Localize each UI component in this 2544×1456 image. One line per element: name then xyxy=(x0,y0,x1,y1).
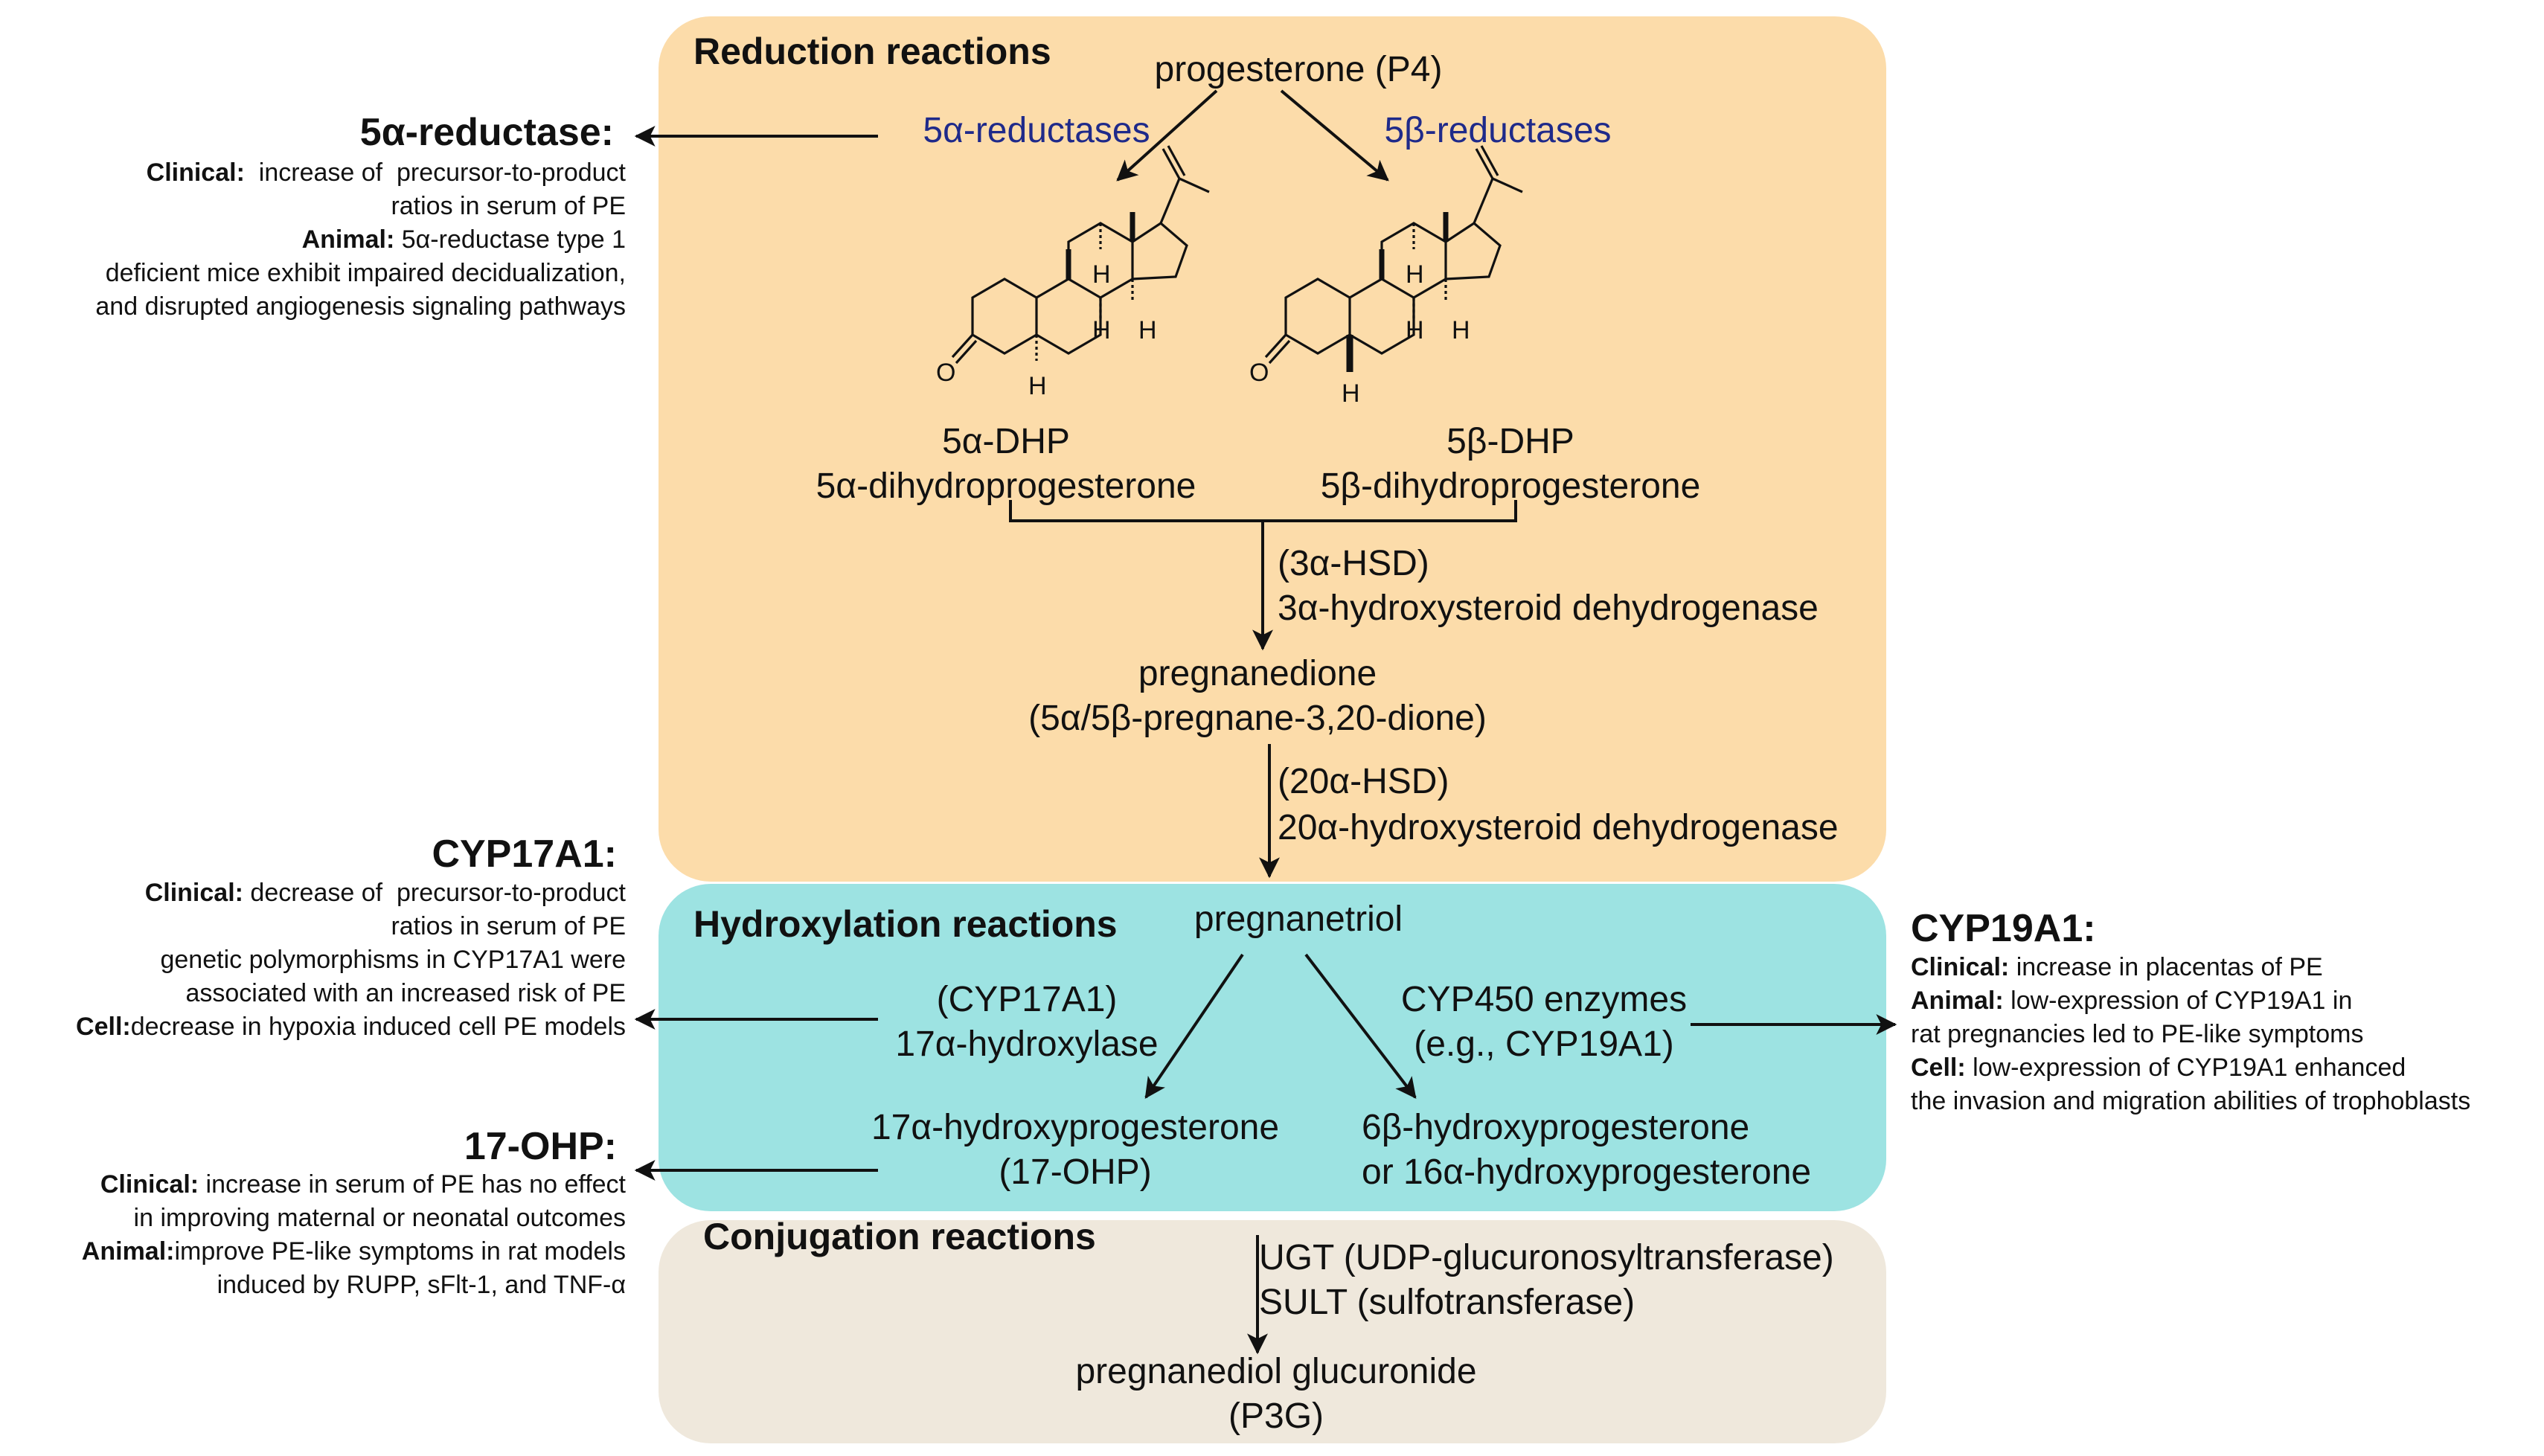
cyp450-enzymes-label: CYP450 enzymes xyxy=(1400,980,1688,1019)
5a-dhp-h-label-2: H xyxy=(1092,316,1111,344)
5b-dhp-name: 5β-dihydroprogesterone xyxy=(1320,466,1701,506)
note-5a-reductase-clinical-text-2: ratios in serum of PE xyxy=(391,191,626,220)
note-cyp17a1-clinical-label: Clinical: xyxy=(144,879,243,907)
5a-dhp-h-label-1: H xyxy=(1092,260,1111,289)
p3g-label: (P3G) xyxy=(1228,1396,1324,1436)
note-17-ohp-clinical-text: increase in serum of PE has no effect xyxy=(199,1170,626,1199)
5b-dhp-h-label-1: H xyxy=(1406,260,1424,289)
note-17-ohp-title: 17-OHP: xyxy=(464,1125,617,1168)
arrow-to-5b-dhp xyxy=(1280,89,1389,182)
note-cyp19a1-clinical-label: Clinical: xyxy=(1911,953,2010,981)
sult-enzyme-label: SULT (sulfotransferase) xyxy=(1259,1283,1635,1322)
note-cyp19a1-body: Clinical: increase in placentas of PE An… xyxy=(1911,951,2470,1117)
17-ohp-name: 17α-hydroxyprogesterone xyxy=(871,1108,1280,1147)
5a-dhp-oxygen-label: O xyxy=(936,359,955,387)
note-17-ohp-animal-text-2: induced by RUPP, sFlt-1, and TNF-α xyxy=(217,1270,626,1299)
reduction-heading: Reduction reactions xyxy=(693,31,1051,72)
5b-reductases-label: 5β-reductases xyxy=(1384,111,1612,150)
5a-dhp-h-label-4: H xyxy=(1028,372,1047,400)
arrow-to-6b-hydroxyprogesterone xyxy=(1304,953,1417,1099)
note-5a-reductase-clinical-text: increase of precursor-to-product xyxy=(244,158,626,187)
cyp19a1-example-label: (e.g., CYP19A1) xyxy=(1414,1024,1674,1064)
conjugation-heading: Conjugation reactions xyxy=(703,1216,1096,1257)
arrow-to-17-ohp xyxy=(1144,953,1244,1099)
5b-dhp-h-label-3: H xyxy=(1452,316,1470,344)
5b-dhp-h-label-2: H xyxy=(1406,316,1424,344)
arrow-to-5a-dhp xyxy=(1116,89,1218,182)
ugt-enzyme-label: UGT (UDP-glucuronosyltransferase) xyxy=(1259,1238,1834,1277)
note-cyp19a1-cell-label: Cell: xyxy=(1911,1053,1966,1082)
note-17-ohp-animal-text: improve PE-like symptoms in rat models xyxy=(174,1237,626,1266)
5a-reductases-label: 5α-reductases xyxy=(923,111,1150,150)
note-cyp19a1-cell-text-2: the invasion and migration abilities of … xyxy=(1911,1086,2471,1115)
5b-dhp-abbr: 5β-DHP xyxy=(1446,422,1574,461)
5a-dhp-structure xyxy=(951,145,1210,365)
hydroxylation-panel xyxy=(659,884,1886,1211)
note-5a-reductase-animal-label: Animal: xyxy=(301,225,395,254)
17a-hydroxylase-label: 17α-hydroxylase xyxy=(895,1024,1159,1064)
17-ohp-abbr: (17-OHP) xyxy=(999,1152,1152,1192)
note-cyp17a1-cell-text: decrease in hypoxia induced cell PE mode… xyxy=(130,1012,626,1041)
cyp17a1-abbr: (CYP17A1) xyxy=(936,980,1118,1019)
3a-hsd-abbr: (3α-HSD) xyxy=(1278,544,1429,583)
20a-hsd-abbr: (20α-HSD) xyxy=(1278,762,1449,801)
hydroxylation-heading: Hydroxylation reactions xyxy=(693,903,1118,945)
note-cyp17a1-cell-label: Cell: xyxy=(76,1012,131,1041)
note-cyp19a1-animal-text-2: rat pregnancies led to PE-like symptoms xyxy=(1911,1019,2364,1048)
note-cyp17a1-title: CYP17A1: xyxy=(432,833,617,876)
16a-hydroxyprogesterone-label: or 16α-hydroxyprogesterone xyxy=(1362,1152,1812,1192)
note-cyp19a1-title: CYP19A1: xyxy=(1911,907,2096,950)
note-5a-reductase-title: 5α-reductase: xyxy=(359,111,614,154)
5a-dhp-abbr: 5α-DHP xyxy=(942,422,1070,461)
note-cyp19a1-animal-text: low-expression of CYP19A1 in xyxy=(2003,986,2353,1015)
5a-dhp-h-label-3: H xyxy=(1138,316,1157,344)
5b-dhp-structure xyxy=(1264,145,1523,372)
note-cyp17a1-clinical-text: decrease of precursor-to-product xyxy=(243,879,626,907)
note-cyp17a1-clinical-text-3: genetic polymorphisms in CYP17A1 were xyxy=(160,945,626,974)
3a-hsd-name: 3α-hydroxysteroid dehydrogenase xyxy=(1278,589,1819,628)
conjugation-panel xyxy=(659,1220,1886,1443)
note-cyp19a1-clinical-text: increase in placentas of PE xyxy=(2009,953,2323,981)
pregnanedione-formula: (5α/5β-pregnane-3,20-dione) xyxy=(1028,699,1487,738)
note-5a-reductase-animal-text-3: and disrupted angiogenesis signaling pat… xyxy=(95,292,626,321)
note-cyp19a1-animal-label: Animal: xyxy=(1911,986,2004,1015)
pregnanediol-glucuronide-label: pregnanediol glucuronide xyxy=(1075,1352,1477,1391)
note-5a-reductase-clinical-label: Clinical: xyxy=(146,158,245,187)
6b-hydroxyprogesterone-label: 6β-hydroxyprogesterone xyxy=(1362,1108,1750,1147)
note-cyp17a1-clinical-text-2: ratios in serum of PE xyxy=(391,911,626,940)
pregnanedione-label: pregnanedione xyxy=(1138,654,1377,693)
note-cyp17a1-clinical-text-4: associated with an increased risk of PE xyxy=(185,978,626,1007)
5a-dhp-name: 5α-dihydroprogesterone xyxy=(816,466,1196,506)
note-cyp17a1-body: Clinical: decrease of precursor-to-produ… xyxy=(76,876,626,1043)
note-5a-reductase: 5α-reductase: xyxy=(359,111,614,154)
note-5a-reductase-animal-text-2: deficient mice exhibit impaired decidual… xyxy=(105,258,626,287)
note-17-ohp-clinical-text-2: in improving maternal or neonatal outcom… xyxy=(133,1203,626,1232)
20a-hsd-name: 20α-hydroxysteroid dehydrogenase xyxy=(1278,808,1839,847)
5b-dhp-oxygen-label: O xyxy=(1249,359,1269,387)
note-5a-reductase-body: Clinical: increase of precursor-to-produ… xyxy=(95,156,626,323)
progesterone-label: progesterone (P4) xyxy=(1154,50,1443,89)
note-cyp19a1-cell-text: low-expression of CYP19A1 enhanced xyxy=(1965,1053,2406,1082)
5b-dhp-h-label-4: H xyxy=(1342,379,1360,408)
note-17-ohp-body: Clinical: increase in serum of PE has no… xyxy=(82,1168,626,1302)
pregnanetriol-label: pregnanetriol xyxy=(1193,899,1403,939)
note-17-ohp-clinical-label: Clinical: xyxy=(100,1170,199,1199)
note-17-ohp-animal-label: Animal: xyxy=(81,1237,175,1266)
reduction-panel xyxy=(659,16,1886,882)
note-5a-reductase-animal-text: 5α-reductase type 1 xyxy=(394,225,626,254)
